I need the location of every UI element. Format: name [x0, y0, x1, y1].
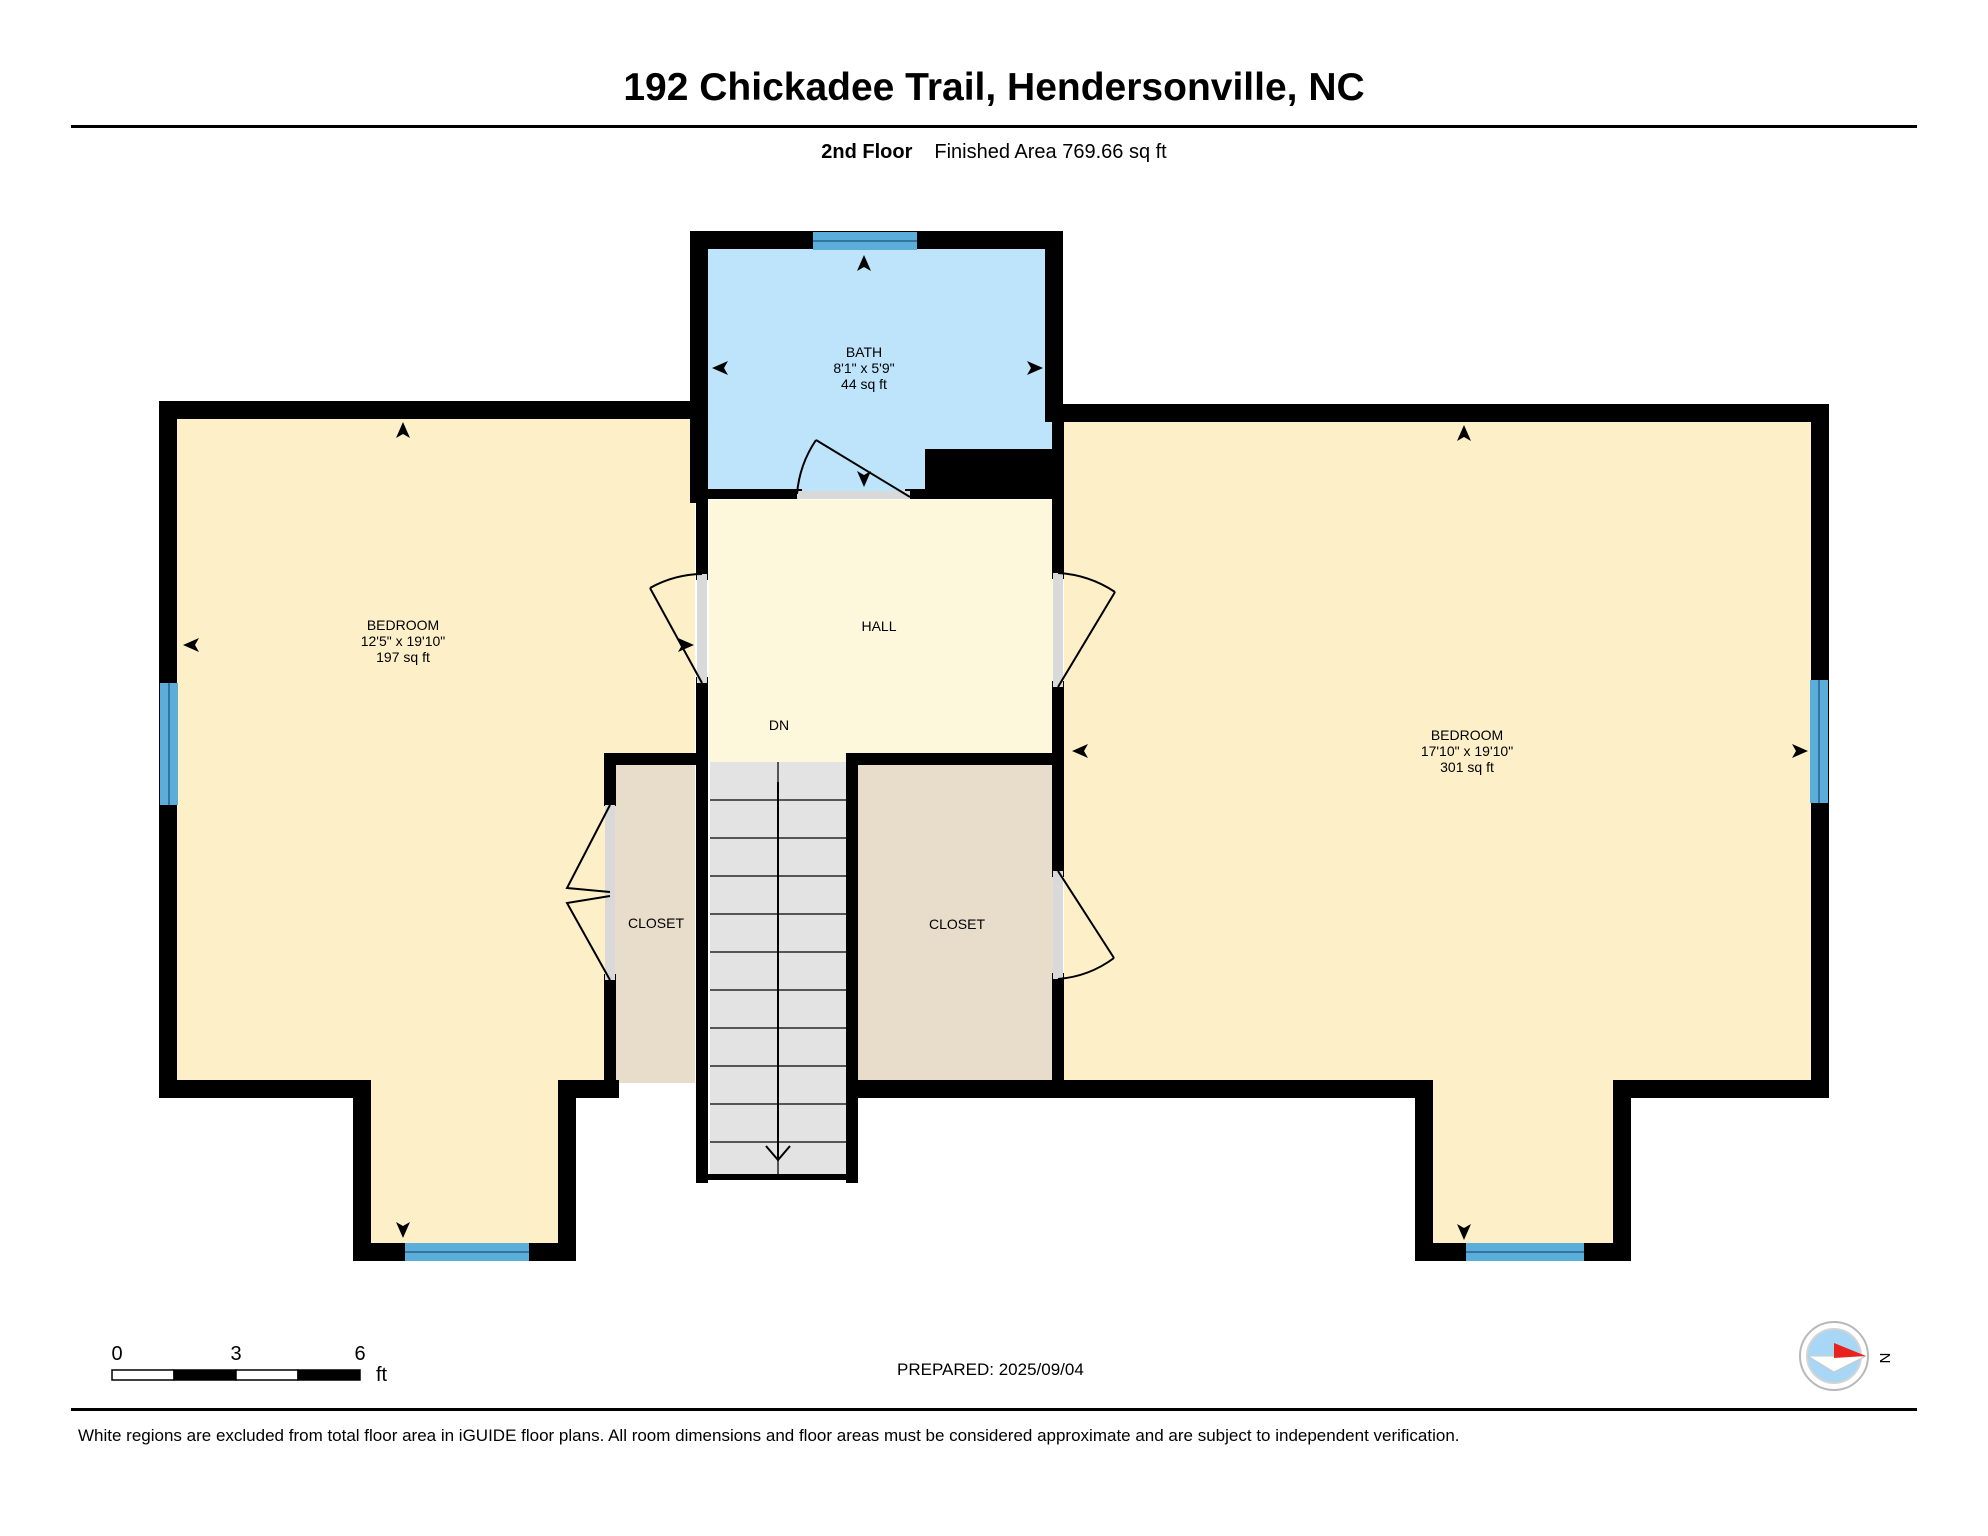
- prepared-date: PREPARED: 2025/09/04: [897, 1360, 1084, 1379]
- scale-tick-3: 3: [230, 1343, 241, 1365]
- scale-tick-0: 0: [111, 1343, 122, 1365]
- bedroom-left-name: BEDROOM: [367, 617, 439, 633]
- closet-left-floor: [610, 762, 695, 1083]
- stairs-label: DN: [769, 717, 789, 733]
- bedroom-left-floor: [172, 410, 695, 1247]
- bedroom-right-name: BEDROOM: [1431, 727, 1503, 743]
- compass-north-label: N: [1876, 1353, 1893, 1364]
- dimension-arrows: [183, 255, 1808, 1240]
- scale-unit: ft: [376, 1364, 388, 1386]
- title-divider: [71, 125, 1917, 128]
- closet-left-name: CLOSET: [628, 915, 684, 931]
- disclaimer-text: White regions are excluded from total fl…: [78, 1426, 1460, 1445]
- bedroom-left-area: 197 sq ft: [376, 649, 430, 665]
- doors: [565, 439, 1116, 981]
- stair-direction-arrow: [765, 782, 791, 1162]
- scale-tick-6: 6: [354, 1343, 365, 1365]
- bath-fixture-block: [925, 449, 1052, 497]
- hall-floor: [709, 500, 1054, 762]
- bedroom-right-floor: [1064, 413, 1816, 1246]
- finished-area: Finished Area 769.66 sq ft: [934, 141, 1167, 163]
- bath-area: 44 sq ft: [841, 376, 887, 392]
- page-title: 192 Chickadee Trail, Hendersonville, NC: [623, 66, 1365, 109]
- closet-right-floor: [858, 762, 1054, 1083]
- bath-dims: 8'1" x 5'9": [833, 360, 894, 376]
- compass-icon: N: [1799, 1321, 1893, 1391]
- footer-divider: [71, 1408, 1917, 1411]
- floor-subtitle: 2nd Floor Finished Area 769.66 sq ft: [0, 141, 1988, 164]
- window-lines: [168, 240, 1820, 1253]
- hall-name: HALL: [861, 618, 896, 634]
- bedroom-right-dims: 17'10" x 19'10": [1421, 743, 1513, 759]
- scale-bar: 0 3 6 ft: [111, 1343, 388, 1386]
- bedroom-left-dims: 12'5" x 19'10": [361, 633, 446, 649]
- floor-name: 2nd Floor: [821, 141, 913, 163]
- bath-name: BATH: [846, 344, 882, 360]
- bedroom-right-area: 301 sq ft: [1440, 759, 1494, 775]
- closet-right-name: CLOSET: [929, 916, 985, 932]
